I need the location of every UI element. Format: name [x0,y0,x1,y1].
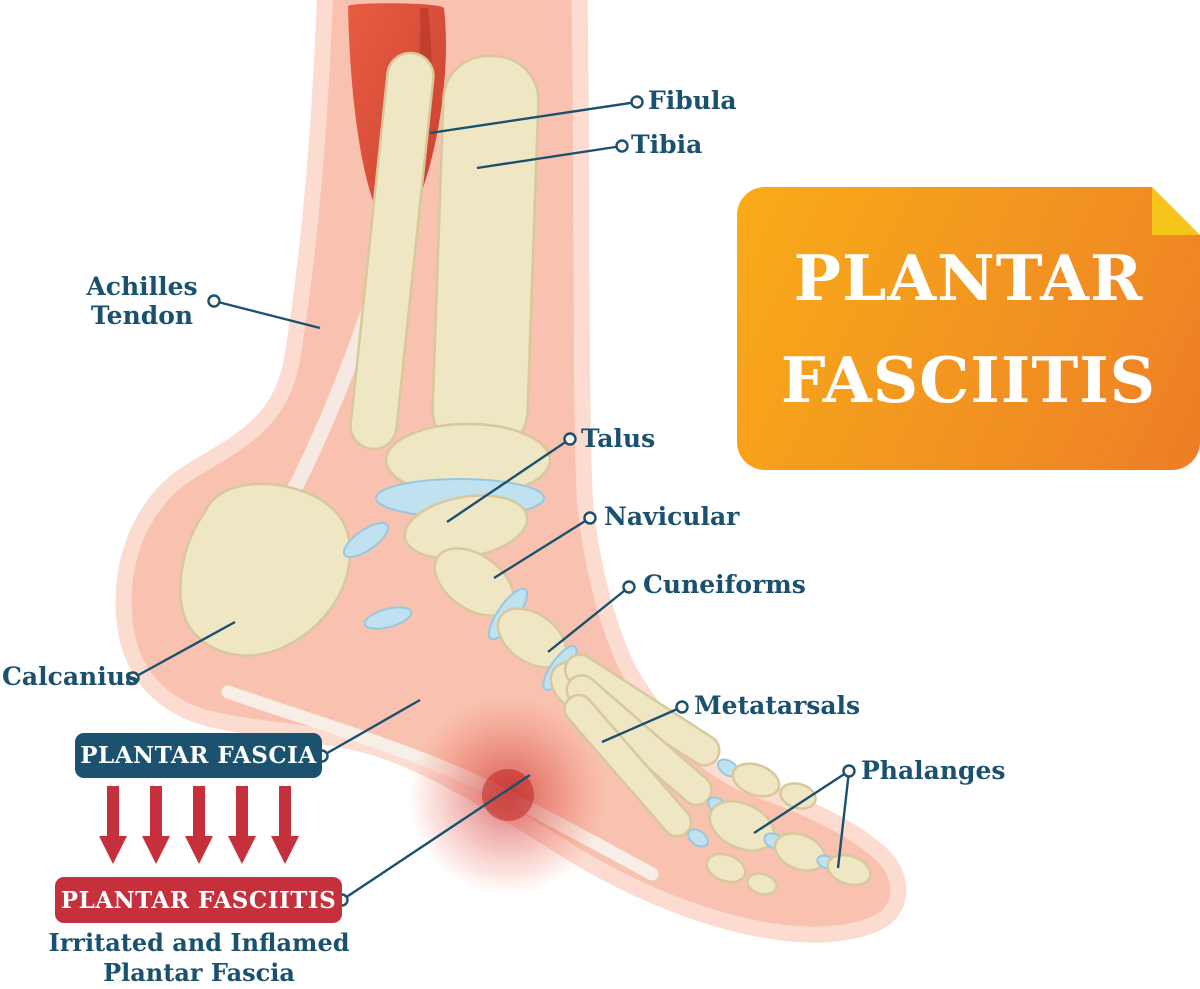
title-line-2: FASCIITIS [780,342,1157,417]
callout-line-achilles [213,299,321,330]
callout-line-navicular [493,516,591,580]
callout-line-phalanges-1 [753,769,850,835]
down-arrow-icon [271,786,299,864]
plantar-fasciitis-box: PLANTAR FASCIITIS [55,877,342,923]
down-arrow-icon [228,786,256,864]
phalanx-bone-4 [731,762,781,798]
callout-line-calcanius [132,620,236,680]
label-navicular: Navicular [604,502,740,531]
callout-line-tibia [476,144,623,170]
label-achilles-tendon: Achilles Tendon [86,272,198,330]
callout-line-plantar-fascia [321,698,421,758]
callout-lines [132,100,851,901]
bones [179,51,872,896]
down-arrow-icon [99,786,127,864]
fibula-bone [349,51,435,451]
label-talus: Talus [581,424,656,453]
title-line-1: PLANTAR [793,240,1144,315]
phalanx-bone-6 [705,852,747,884]
stress-arrows [99,786,299,864]
tibia-bone [431,54,540,456]
calc-cuboid-cartilage [363,606,413,630]
down-arrow-icon [185,786,213,864]
label-cuneiforms: Cuneiforms [643,570,806,599]
callout-line-plantar-fasciitis [341,774,531,901]
plantar-fascia-box: PLANTAR FASCIA [75,733,322,778]
callout-line-fibula [429,100,638,135]
calcaneus-bone [179,482,352,657]
callout-line-cuneiforms [547,586,630,653]
title-card: PLANTAR FASCIITIS [737,187,1200,470]
pain-indicator [408,695,608,895]
metatarsal-bone-3 [563,693,693,838]
label-phalanges: Phalanges [861,756,1006,785]
callout-line-talus [446,438,571,523]
label-tibia: Tibia [631,130,703,159]
callout-line-metatarsals [601,705,683,744]
label-fibula: Fibula [648,86,737,115]
callout-line-phalanges-2 [836,770,851,869]
mtp-cartilage-3 [687,828,709,848]
label-metatarsals: Metatarsals [694,691,861,720]
label-calcanius: Calcanius [2,662,139,691]
caption-text: Irritated and Inflamed Plantar Fascia [48,928,350,987]
down-arrow-icon [142,786,170,864]
phalanx-bone-7 [746,872,778,896]
subtalar-cartilage [342,521,390,559]
